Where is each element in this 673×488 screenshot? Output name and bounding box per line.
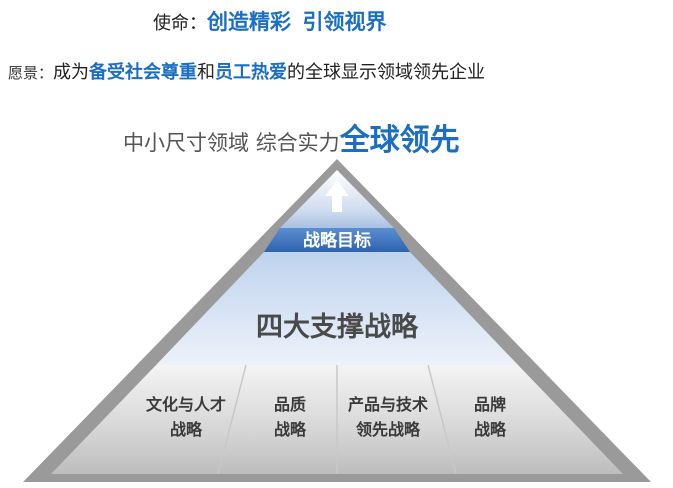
- slogan-line: 中小尺寸领域 综合实力全球领先: [123, 115, 460, 159]
- mission-keyword-2: 引领视界: [302, 10, 387, 34]
- vision-text-3: 的全球显示领域领先企业: [287, 62, 486, 83]
- strategy-goal-label: 战略目标: [303, 230, 371, 251]
- vision-label: 愿景：: [8, 64, 54, 82]
- base-divider-3: [427, 364, 457, 475]
- support-strategies-label: 四大支撑战略: [256, 311, 419, 343]
- vision-keyword-2: 员工热爱: [215, 62, 288, 83]
- base-item-2-line1: 品质: [274, 395, 306, 414]
- base-item-3-line1: 产品与技术: [348, 395, 428, 414]
- mission-label: 使命：: [153, 13, 207, 34]
- up-arrow-icon: [325, 180, 349, 212]
- base-item-1-line2: 战略: [170, 420, 203, 439]
- base-divider-1: [217, 364, 247, 475]
- pyramid-goal-band: [264, 228, 410, 252]
- slogan-keyword: 全球领先: [339, 123, 460, 158]
- base-item-4-line2: 战略: [474, 420, 507, 439]
- mission-keyword-1: 创造精彩: [207, 10, 291, 34]
- mission-line: 使命：创造精彩 引领视界: [153, 6, 386, 36]
- vision-text-2: 和: [197, 62, 216, 83]
- vision-keyword-1: 备受社会尊重: [89, 62, 198, 83]
- vision-text-1: 成为: [53, 62, 90, 83]
- base-item-4-line1: 品牌: [474, 395, 506, 414]
- pyramid-middle: [156, 252, 518, 365]
- vision-line: 愿景：成为备受社会尊重和员工热爱的全球显示领域领先企业: [8, 58, 485, 84]
- base-item-2-line2: 战略: [274, 420, 307, 439]
- slogan-text-1: 中小尺寸领域: [123, 131, 249, 155]
- slogan-text-2: 综合实力: [255, 131, 340, 155]
- base-item-1-line1: 文化与人才: [146, 395, 226, 414]
- base-item-3-line2: 领先战略: [356, 420, 421, 439]
